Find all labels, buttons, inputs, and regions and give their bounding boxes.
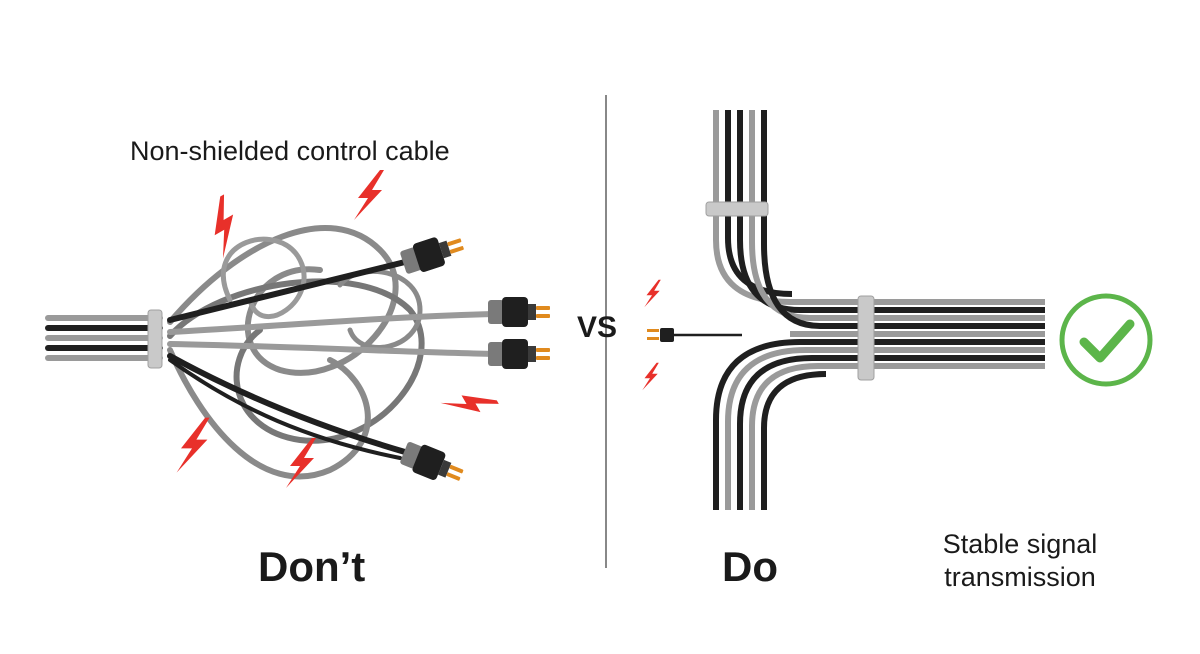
lightning-bolt-icon	[440, 377, 499, 429]
organized-cable-run	[713, 110, 1045, 510]
vs-label: VS	[577, 311, 618, 344]
lightning-bolt-icon	[642, 362, 659, 391]
connector-plug-icon	[398, 229, 467, 278]
cable-clamp	[857, 295, 875, 381]
connector-plug-icon	[398, 438, 467, 490]
small-connector	[647, 328, 742, 342]
stable-signal-caption: Stable signal transmission	[942, 529, 1098, 592]
lightning-bolt-icon	[176, 417, 210, 473]
dont-heading: Don’t	[258, 543, 366, 590]
do-heading: Do	[722, 543, 778, 590]
lightning-bolt-icon	[286, 438, 316, 488]
connector-plug-icon	[488, 339, 550, 369]
lightning-bolt-icon	[644, 279, 661, 308]
check-circle-icon	[1059, 293, 1153, 387]
connector-plug-icon	[488, 297, 550, 327]
cable-clamp	[147, 309, 163, 369]
tangled-cable-bundle	[45, 225, 498, 480]
non-shielded-caption: Non-shielded control cable	[130, 136, 450, 166]
lightning-bolt-icon	[195, 194, 252, 259]
lightning-bolt-icon	[354, 170, 384, 220]
cable-clamp	[705, 201, 769, 217]
